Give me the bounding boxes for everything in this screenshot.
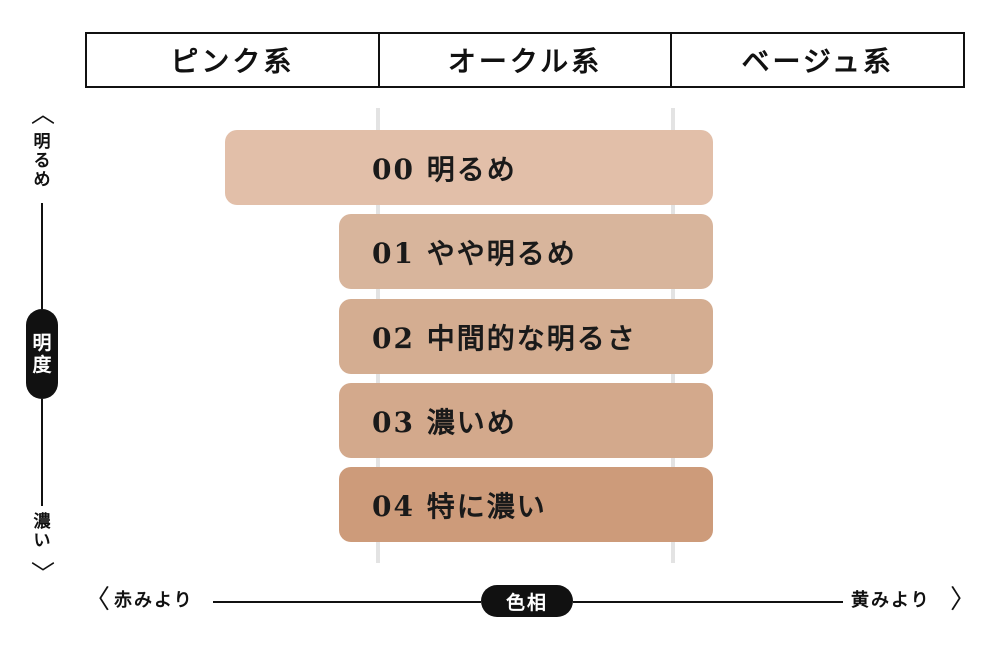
axis-bottom-label: 濃 い (33, 512, 51, 551)
axis-vertical-line-bottom (41, 399, 43, 506)
shade-04: 04 特に濃い (339, 467, 713, 542)
shade-00: 00 明るめ (225, 130, 713, 205)
chevron-up-icon: ︿ (31, 100, 55, 128)
lightness-axis-badge: 明 度 (26, 309, 58, 399)
shade-04-label: 04 特に濃い (372, 489, 547, 523)
axis-left-label: 赤みより (114, 590, 194, 611)
shade-03-label: 03 濃いめ (372, 405, 517, 439)
shade-01: 01 やや明るめ (339, 214, 713, 289)
axis-right-label: 黄みより (851, 590, 931, 611)
shade-00-label: 00 明るめ (372, 152, 517, 186)
chevron-left-icon: 〈 (84, 585, 111, 615)
header-ochre: オークル系 (377, 34, 671, 86)
header-pink: ピンク系 (170, 45, 295, 78)
axis-top-label: 明 る め (33, 132, 51, 190)
header-beige: ベージュ系 (670, 34, 963, 86)
axis-horizontal-line-right (573, 601, 843, 603)
chevron-right-icon: 〉 (950, 585, 977, 615)
axis-horizontal-line-left (213, 601, 481, 603)
shade-02-label: 02 中間的な明るさ (372, 321, 637, 355)
hue-axis-badge: 色相 (481, 585, 573, 617)
axis-vertical-line-top (41, 203, 43, 309)
chevron-down-icon: ﹀ (31, 560, 55, 588)
shade-03: 03 濃いめ (339, 383, 713, 458)
shade-02: 02 中間的な明るさ (339, 299, 713, 374)
undertone-header: ピンク系 オークル系 ベージュ系 (85, 32, 965, 88)
shade-01-label: 01 やや明るめ (372, 236, 577, 270)
